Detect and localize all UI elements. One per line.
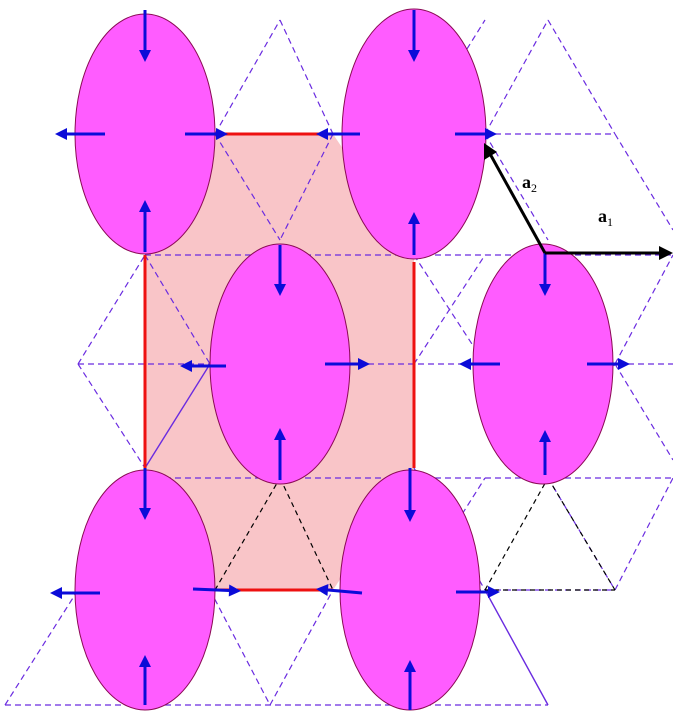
lattice-black-3 [484,477,549,591]
vector-a2-subscript: 2 [531,181,537,195]
spin-arrowhead-20 [139,655,151,667]
spin-arrowhead-7 [485,128,497,140]
lattice-line-d4 [484,19,549,135]
lattice-line-e4 [77,363,146,469]
spin-arrowhead-4 [139,200,151,212]
lattice-line-d9 [614,477,673,591]
spin-arrowhead-3 [216,128,228,140]
lattice-line-d2 [77,254,146,365]
spin-arrow-line-19 [192,587,230,592]
spin-arrowhead-5 [408,50,420,62]
spin-arrows [50,10,630,710]
ellipses [74,8,614,711]
spin-arrowhead-19 [228,584,241,597]
lattice-line-d8 [269,589,334,706]
spin-arrowhead-24 [404,660,416,672]
basis-vectors: a1 a2 [484,143,673,260]
spin-arrowhead-1 [139,50,151,62]
lattice-black-1 [214,477,281,591]
vector-a2-symbol: a [522,172,531,192]
spin-arrow-line-22 [327,588,363,595]
spin-arrowhead-18 [50,587,62,599]
vector-a1-arrowhead [659,246,673,260]
lattice-black-2 [279,477,334,591]
lattice-line-e5 [547,19,616,135]
lattice-line-e8 [614,363,673,461]
spin-arrowhead-13 [539,284,551,296]
spin-arrowhead-12 [274,428,286,440]
spin-arrowhead-22 [316,584,329,597]
spin-arrowhead-8 [408,212,420,224]
vector-a1-label: a1 [598,206,613,229]
lattice-line-e7 [614,133,673,231]
vector-a2-arrow [487,151,547,254]
spin-arrowhead-23 [488,586,500,598]
lattice-line-d1 [214,19,281,135]
spin-arrowhead-9 [274,284,286,296]
spin-arrowhead-15 [618,358,630,370]
lattice-line-e6 [413,254,486,365]
vector-a2-label: a2 [522,172,537,195]
spin-arrowhead-10 [180,360,192,372]
spin-arrowhead-16 [539,430,551,442]
lattice-line-e13 [484,133,549,241]
lattice-solid-2 [484,589,549,706]
lattice-line-e2 [214,133,281,241]
spin-arrowhead-6 [316,128,328,140]
lattice-line-d7 [4,589,79,706]
spin-arrowhead-2 [55,128,67,140]
lattice-line-e1 [279,19,334,135]
vector-a1-subscript: 1 [607,215,613,229]
spin-arrowhead-17 [139,508,151,520]
lattice-solid-1 [144,363,211,469]
spin-arrowhead-11 [358,358,370,370]
vector-a2-arrowhead [484,143,497,160]
lattice-line-e10 [209,589,271,706]
spin-arrowhead-21 [404,510,416,522]
vector-a1-symbol: a [598,206,607,226]
lattice-line-d6 [614,254,673,365]
lattice-black-4 [547,477,616,591]
spin-arrowhead-14 [459,358,471,370]
lattice-line-e3 [144,254,211,365]
